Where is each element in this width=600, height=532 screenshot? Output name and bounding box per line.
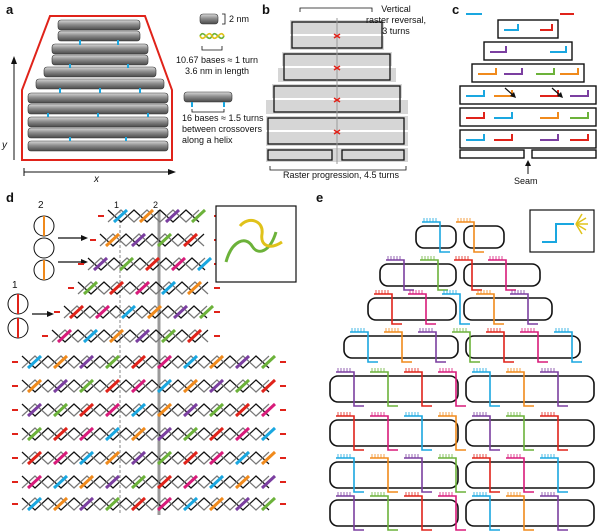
seam-label: Seam <box>514 176 538 186</box>
panel-label-b: b <box>262 2 270 17</box>
axis-x-label: x <box>94 174 99 185</box>
b-top-line-2: raster reversal, <box>365 15 427 25</box>
cross-line-2: between crossovers <box>182 124 263 134</box>
d-mark-2: 2 <box>153 200 159 210</box>
turn-line-2: 3.6 nm in length <box>184 66 250 76</box>
scale-label: 2 nm <box>229 14 250 24</box>
d-left-label-1: 1 <box>12 280 18 291</box>
axis-y-label: y <box>2 140 7 151</box>
turn-line-1: 10.67 bases ≈ 1 turn <box>176 55 258 65</box>
panel-label-a: a <box>6 2 14 17</box>
e-inset-sun-icon <box>575 213 588 235</box>
cross-line-1: 16 bases ≈ 1.5 turns <box>182 113 264 123</box>
d-mark-1: 1 <box>114 200 120 210</box>
cylinder-rows <box>27 19 169 152</box>
turn-length-label: 10.67 bases ≈ 1 turn 3.6 nm in length <box>172 55 262 77</box>
panel-label-d: d <box>6 190 14 205</box>
c-scaffold <box>459 19 597 159</box>
d-inset-helix-icon <box>224 218 283 263</box>
legend-crossover-cylinder <box>183 91 233 103</box>
legend-cylinder <box>199 13 219 25</box>
b-crossovers <box>333 33 341 135</box>
panel-label-c: c <box>452 2 460 17</box>
b-top-line-1: Vertical <box>381 4 411 14</box>
e-scaffold-path <box>329 225 595 527</box>
crossover-marks <box>47 40 149 141</box>
e-inset-box <box>529 209 595 253</box>
crossover-spacing-label: 16 bases ≈ 1.5 turns between crossovers … <box>182 113 264 146</box>
b-bottom-annotation: Raster progression, 4.5 turns <box>282 170 400 180</box>
d-double-helices <box>12 208 286 512</box>
d-inset-box <box>215 205 297 283</box>
c-staples <box>466 13 589 141</box>
d-left-label-2: 2 <box>38 200 44 211</box>
cross-line-3: along a helix <box>182 135 233 145</box>
shape-outline <box>21 15 173 161</box>
panel-label-e: e <box>316 190 324 205</box>
helix-icon <box>199 32 225 40</box>
b-top-annotation: Vertical raster reversal, 3 turns <box>356 4 436 37</box>
b-top-line-3: 3 turns <box>382 26 410 36</box>
e-staples <box>336 218 582 531</box>
